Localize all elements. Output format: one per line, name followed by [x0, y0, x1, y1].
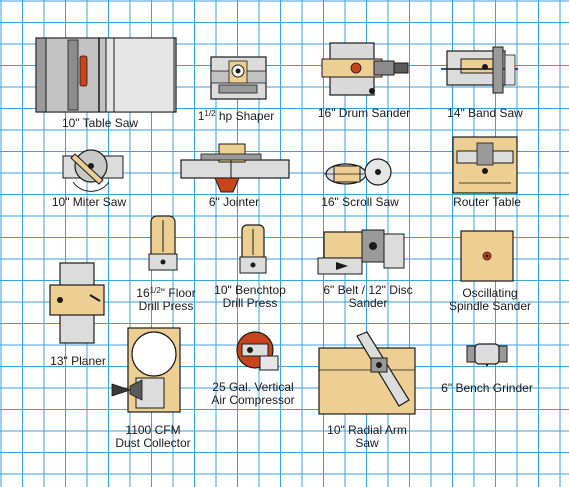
miter-saw-cutout[interactable] — [62, 142, 124, 192]
bench-grinder-label: 6" Bench Grinder — [441, 381, 533, 395]
air-compressor-cutout[interactable] — [232, 330, 279, 372]
band-saw-label: 14" Band Saw — [447, 106, 523, 120]
floor-drill-press-cutout[interactable] — [148, 215, 178, 272]
band-saw-icon — [441, 46, 518, 94]
belt-disc-sander-label: 6" Belt / 12" Disc Sander — [323, 283, 413, 310]
router-table-icon — [452, 136, 518, 194]
jointer-label: 6" Jointer — [208, 195, 260, 209]
bench-grinder-icon — [466, 343, 508, 366]
dust-collector-icon — [111, 327, 181, 413]
benchtop-drill-press-cutout[interactable] — [239, 224, 267, 275]
shaper-cutout[interactable] — [210, 56, 267, 100]
band-saw-cutout[interactable] — [441, 46, 518, 95]
scroll-saw-cutout[interactable] — [324, 156, 392, 192]
radial-arm-saw-label: 10" Radial Arm Saw — [327, 423, 407, 450]
floor-drill-press-icon — [148, 215, 178, 271]
floor-drill-press-label: 161/2" Floor Drill Press — [136, 286, 196, 313]
table-saw-cutout[interactable] — [35, 37, 177, 113]
shaper-icon — [210, 56, 267, 100]
drum-sander-icon — [321, 42, 409, 96]
belt-disc-sander-icon — [317, 229, 405, 275]
table-saw-icon — [35, 37, 177, 113]
jointer-icon — [180, 143, 290, 193]
spindle-sander-cutout[interactable] — [460, 230, 514, 282]
dust-collector-cutout[interactable] — [111, 327, 182, 413]
bench-grinder-cutout[interactable] — [466, 342, 508, 366]
miter-saw-label: 10" Miter Saw — [51, 195, 127, 209]
air-compressor-icon — [236, 331, 279, 371]
planer-label: 13" Planer — [50, 354, 106, 368]
scroll-saw-icon — [324, 158, 392, 186]
benchtop-drill-press-icon — [239, 224, 267, 274]
spindle-sander-icon — [460, 230, 514, 282]
dust-collector-label: 1100 CFM Dust Collector — [115, 423, 191, 450]
drum-sander-label: 16" Drum Sander — [317, 106, 411, 120]
jointer-cutout[interactable] — [180, 140, 290, 194]
planer-icon — [49, 262, 105, 344]
miter-saw-icon — [62, 149, 124, 192]
table-saw-label: 10" Table Saw — [61, 116, 139, 130]
air-compressor-label: 25 Gal. Vertical Air Compressor — [211, 380, 295, 407]
shaper-label: 11/2 hp Shaper — [197, 109, 275, 123]
spindle-sander-label: Oscillating Spindle Sander — [448, 286, 532, 313]
planer-cutout[interactable] — [49, 262, 105, 344]
scroll-saw-label: 16" Scroll Saw — [321, 195, 399, 209]
drum-sander-cutout[interactable] — [321, 42, 410, 96]
benchtop-drill-press-label: 10" Benchtop Drill Press — [214, 283, 286, 310]
radial-arm-saw-cutout[interactable] — [318, 331, 416, 415]
radial-arm-saw-icon — [318, 331, 416, 415]
router-table-label: Router Table — [453, 195, 521, 209]
router-table-cutout[interactable] — [452, 136, 518, 194]
belt-disc-sander-cutout[interactable] — [317, 229, 406, 276]
